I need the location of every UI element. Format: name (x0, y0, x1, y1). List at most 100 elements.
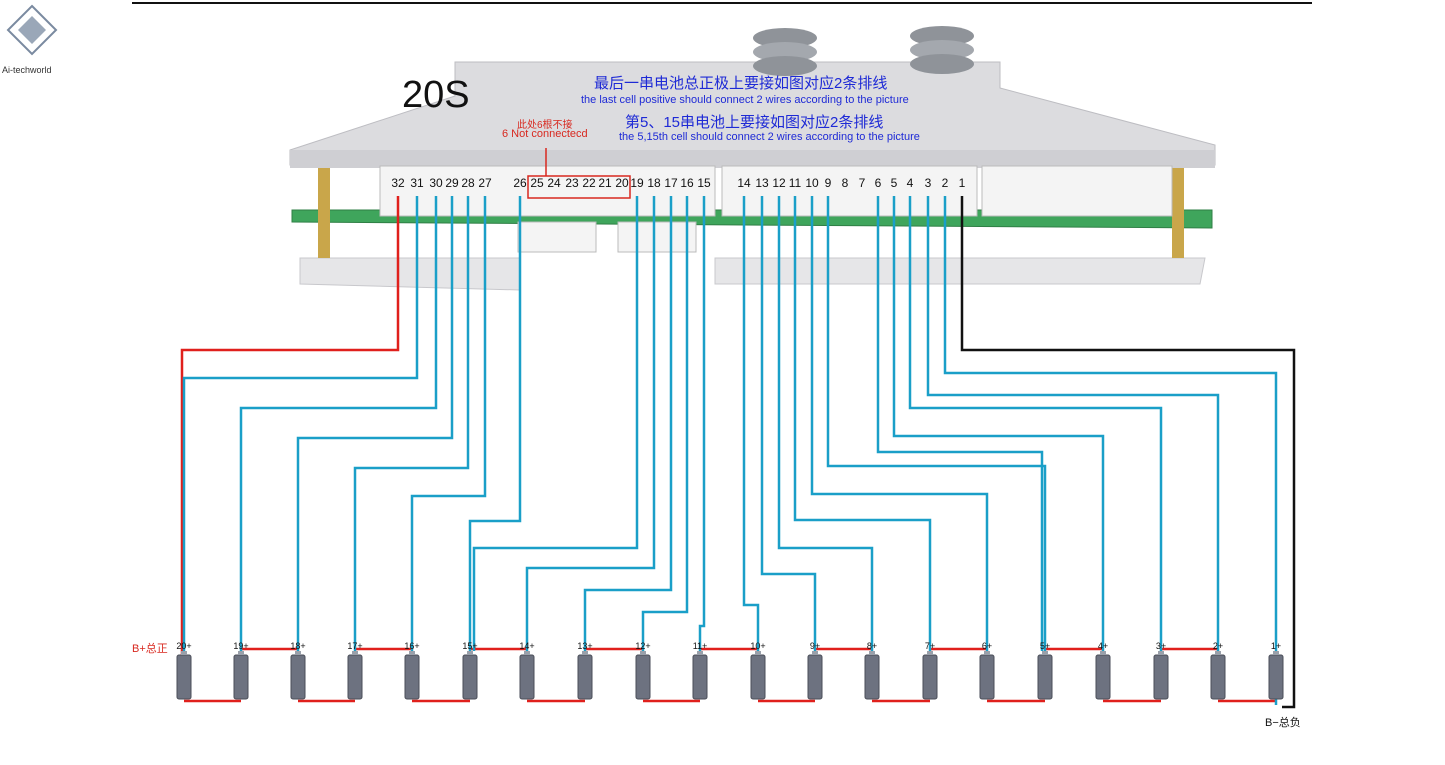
cell-cap-2+ (1215, 651, 1221, 655)
sense-wire-pin-5 (892, 196, 1105, 651)
cell-18+ (290, 654, 306, 700)
cell-20+ (176, 654, 192, 700)
connector-aux (981, 165, 1173, 217)
cell-cap-20+ (181, 651, 187, 655)
bottom-plate-right (714, 257, 1206, 285)
cell-cap-11+ (697, 651, 703, 655)
pin-label-26: 26 (513, 176, 527, 190)
pin-label-9: 9 (824, 176, 832, 190)
cell-cap-19+ (238, 651, 244, 655)
pin-label-11: 11 (788, 176, 802, 190)
sense-wire-pin-16 (641, 196, 689, 651)
cell-cap-3+ (1158, 651, 1164, 655)
pin-label-6: 6 (874, 176, 882, 190)
sense-wire-pin-2 (943, 196, 1278, 651)
pin-label-13: 13 (755, 176, 769, 190)
cell-label-10+: 10+ (750, 641, 766, 651)
note-cn-2: 第5、15串电池上要接如图对应2条排线 (625, 114, 884, 131)
cell-cap-13+ (582, 651, 588, 655)
sense-wire-pin-4 (908, 196, 1163, 651)
cell-label-20+: 20+ (176, 641, 192, 651)
cell-label-1+: 1+ (1270, 641, 1282, 651)
cell-label-8+: 8+ (866, 641, 878, 651)
b-plus-label: B+总正 (132, 643, 168, 655)
cell-label-17+: 17+ (347, 641, 363, 651)
logo-icon (6, 4, 58, 56)
cell-6+ (979, 654, 995, 700)
cell-cap-15+ (467, 651, 473, 655)
pin-label-4: 4 (906, 176, 914, 190)
cell-10+ (750, 654, 766, 700)
cell-8+ (864, 654, 880, 700)
sense-wire-pin-17 (583, 196, 673, 651)
b-minus-label: B−总负 (1265, 717, 1301, 729)
pin-label-5: 5 (890, 176, 898, 190)
pin-label-15: 15 (697, 176, 711, 190)
pin-label-14: 14 (737, 176, 751, 190)
sense-wire-pin-30 (239, 196, 438, 651)
sense-wire-pin-11 (793, 196, 932, 651)
terminal-post-right (910, 26, 974, 74)
pin-label-3: 3 (924, 176, 932, 190)
sense-wire-pin-15 (698, 196, 706, 651)
sense-wire-pin-19 (472, 196, 639, 651)
pin-label-21: 21 (598, 176, 612, 190)
pin-label-27: 27 (478, 176, 492, 190)
sense-wire-pin-18 (525, 196, 656, 651)
cell-9+ (807, 654, 823, 700)
note-en-1: the last cell positive should connect 2 … (581, 94, 909, 106)
sense-wire-pin-10 (810, 196, 989, 651)
cell-11+ (692, 654, 708, 700)
pin-label-29: 29 (445, 176, 459, 190)
cell-cap-1+ (1273, 651, 1279, 655)
sense-wire-pin-6 (876, 196, 1044, 651)
cell-label-3+: 3+ (1155, 641, 1167, 651)
cell-label-15+: 15+ (462, 641, 478, 651)
cell-2+ (1210, 654, 1226, 700)
pin-label-19: 19 (630, 176, 644, 190)
top-plate-edge (290, 150, 1215, 168)
connector-right (721, 165, 978, 217)
sense-wire-pin-31 (182, 196, 419, 651)
not-connected-en: 6 Not connectecd (502, 128, 588, 140)
logo-text: Ai-techworld (2, 65, 52, 75)
cell-3+ (1153, 654, 1169, 700)
small-connector-1 (517, 221, 597, 253)
sense-wire-pin-14 (742, 196, 760, 651)
cell-label-7+: 7+ (924, 641, 936, 651)
cell-label-4+: 4+ (1097, 641, 1109, 651)
cell-label-5+: 5+ (1039, 641, 1051, 651)
cell-12+ (635, 654, 651, 700)
standoff-right (1172, 168, 1184, 258)
sense-wire-pin-28 (353, 196, 470, 651)
pin-label-25: 25 (530, 176, 544, 190)
pin-label-20: 20 (615, 176, 629, 190)
cell-cap-18+ (295, 651, 301, 655)
cell-cap-8+ (869, 651, 875, 655)
standoff-left (318, 168, 330, 258)
pin-label-31: 31 (410, 176, 424, 190)
battery-cells (176, 651, 1284, 700)
connector-left (379, 165, 716, 217)
cell-cap-5+ (1042, 651, 1048, 655)
pin-label-24: 24 (547, 176, 561, 190)
sense-wire-pin-26 (468, 196, 522, 651)
cell-cap-12+ (640, 651, 646, 655)
bottom-plate-left (299, 257, 521, 291)
not-connected-cn: 此处6根不接 (517, 120, 573, 131)
cell-19+ (233, 654, 249, 700)
pin-label-18: 18 (647, 176, 661, 190)
cell-cap-16+ (409, 651, 415, 655)
b-plus-wire (180, 196, 400, 655)
cell-cap-10+ (755, 651, 761, 655)
bms-board (289, 26, 1216, 291)
sense-wire-pin-27 (410, 196, 487, 651)
sense-wire-pin-3 (926, 196, 1220, 651)
sense-wire-pin-13 (760, 196, 817, 651)
cell-label-9+: 9+ (809, 641, 821, 651)
sense-wire-pin-29 (296, 196, 454, 651)
cell-13+ (577, 654, 593, 700)
sense-wire-pin-9 (826, 196, 1047, 651)
